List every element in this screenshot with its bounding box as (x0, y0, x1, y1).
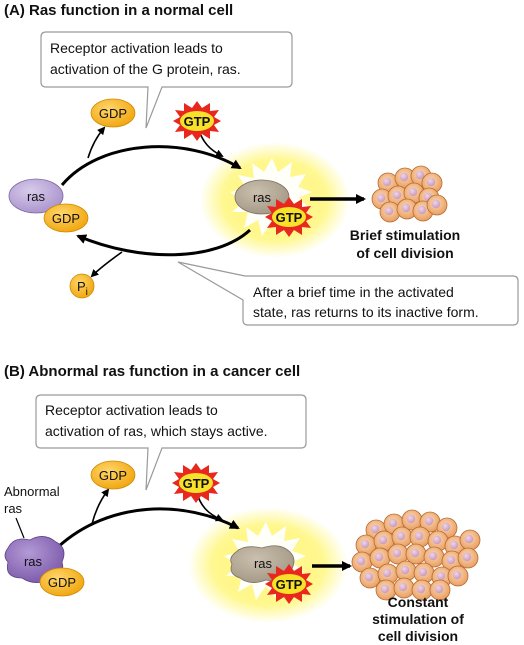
gdp-bound-b: GDP (39, 567, 85, 597)
gdp-bound-b-label: GDP (48, 575, 76, 590)
cell-nucleus (464, 534, 474, 544)
cell-nucleus (392, 548, 402, 558)
gtp-incoming-b-label: GTP (183, 476, 210, 491)
pi-label: P (77, 279, 86, 294)
cell-nucleus (410, 548, 420, 558)
cell-nucleus (426, 177, 436, 187)
ras-abnormal-inactive-b-label: ras (24, 554, 43, 569)
pi-released-a: Pi (69, 273, 95, 299)
callout-a-top: Receptor activation leads to activation … (40, 31, 293, 129)
cell-nucleus (400, 565, 410, 575)
abnormal-ras-pointer (15, 517, 25, 539)
pi-release-arrow-a (90, 251, 123, 278)
gdp-released-b: GDP (90, 460, 136, 490)
result-b-line3: cell division (378, 628, 458, 644)
panel-b-title: (B) Abnormal ras function in a cancer ce… (4, 363, 300, 380)
cell-nucleus (431, 199, 441, 209)
cell-nucleus (382, 568, 392, 578)
callout-b-top-line1: Receptor activation leads to (45, 402, 218, 418)
gdp-bound-a-label: GDP (52, 211, 80, 226)
cell-nucleus (401, 203, 411, 213)
callout-a-bottom: After a brief time in the activated stat… (177, 261, 519, 326)
gtp-incoming-a: GTP (173, 101, 221, 141)
cell-nucleus (396, 531, 406, 541)
callout-b-top-line2: activation of ras, which stays active. (45, 423, 268, 439)
ras-inactive-a-label: ras (27, 189, 46, 204)
cell-nucleus (414, 531, 424, 541)
cell-nucleus (384, 206, 394, 216)
callout-a-bottom-line1: After a brief time in the activated (253, 284, 454, 300)
cell-nucleus (452, 570, 462, 580)
cell-cluster-small (371, 165, 448, 223)
cell-nucleus (418, 567, 428, 577)
callout-a-top-line1: Receptor activation leads to (50, 40, 223, 56)
cell-nucleus (378, 535, 388, 545)
cell-nucleus (364, 572, 374, 582)
gtp-bound-a: GTP (265, 197, 313, 237)
gdp-released-b-label: GDP (99, 468, 127, 483)
ras-abnormal-active-b-label: ras (254, 556, 273, 571)
gtp-bound-a-label: GTP (276, 210, 303, 225)
gtp-incoming-b: GTP (172, 463, 220, 503)
cell-nucleus (376, 193, 386, 203)
ras-active-a-label: ras (253, 190, 272, 205)
callout-a-bottom-line2: state, ras returns to its inactive form. (253, 304, 479, 320)
cell-nucleus (417, 205, 427, 215)
cell-nucleus (415, 170, 425, 180)
cell-nucleus (356, 556, 366, 566)
gdp-release-arrow-a (87, 126, 106, 159)
cell-nucleus (408, 187, 418, 197)
activation-arrow-a (60, 145, 242, 186)
cell-nucleus (380, 584, 390, 594)
cell-nucleus (434, 584, 444, 594)
gtp-bound-b: GTP (265, 564, 313, 604)
cell-nucleus (360, 539, 370, 549)
result-a-line1: Brief stimulation (350, 227, 460, 243)
cell-nucleus (392, 190, 402, 200)
cell-nucleus (374, 552, 384, 562)
cell-nucleus (449, 540, 459, 550)
cell-nucleus (432, 535, 442, 545)
cell-nucleus (398, 582, 408, 592)
ras-active-a: ras (234, 179, 290, 215)
gtp-bound-b-label: GTP (276, 577, 303, 592)
gdp-released-a: GDP (90, 98, 136, 128)
cell-nucleus (446, 555, 456, 565)
cell-nucleus (406, 514, 416, 524)
svg-text:Pi: Pi (77, 279, 88, 298)
gtp-incoming-a-label: GTP (184, 114, 211, 129)
cell-nucleus (462, 552, 472, 562)
cell-nucleus (388, 518, 398, 528)
inactivation-arrow-a (76, 228, 252, 257)
callout-b-top: Receptor activation leads to activation … (35, 394, 307, 491)
cell-nucleus (416, 584, 426, 594)
pi-subscript: i (86, 287, 88, 298)
cell-nucleus (428, 551, 438, 561)
gdp-release-arrow-b (91, 488, 110, 525)
result-a-line2: of cell division (356, 245, 453, 261)
abnormal-ras-label-line1: Abnormal (4, 484, 60, 499)
result-b-line2: stimulation of (372, 611, 464, 627)
ras-inactive-a: ras (8, 178, 64, 214)
cell-nucleus (441, 522, 451, 532)
gdp-released-a-label: GDP (99, 106, 127, 121)
cell-nucleus (382, 177, 392, 187)
cell-nucleus (424, 516, 434, 526)
result-b-line1: Constant (388, 594, 449, 610)
callout-a-top-line2: activation of the G protein, ras. (50, 61, 241, 77)
cell-nucleus (436, 571, 446, 581)
cell-cluster-large (351, 509, 481, 601)
cell-nucleus (370, 524, 380, 534)
gdp-bound-a: GDP (43, 203, 89, 233)
cell-nucleus (399, 172, 409, 182)
abnormal-ras-label-line2: ras (4, 501, 23, 516)
panel-a-title: (A) Ras function in a normal cell (4, 2, 233, 19)
